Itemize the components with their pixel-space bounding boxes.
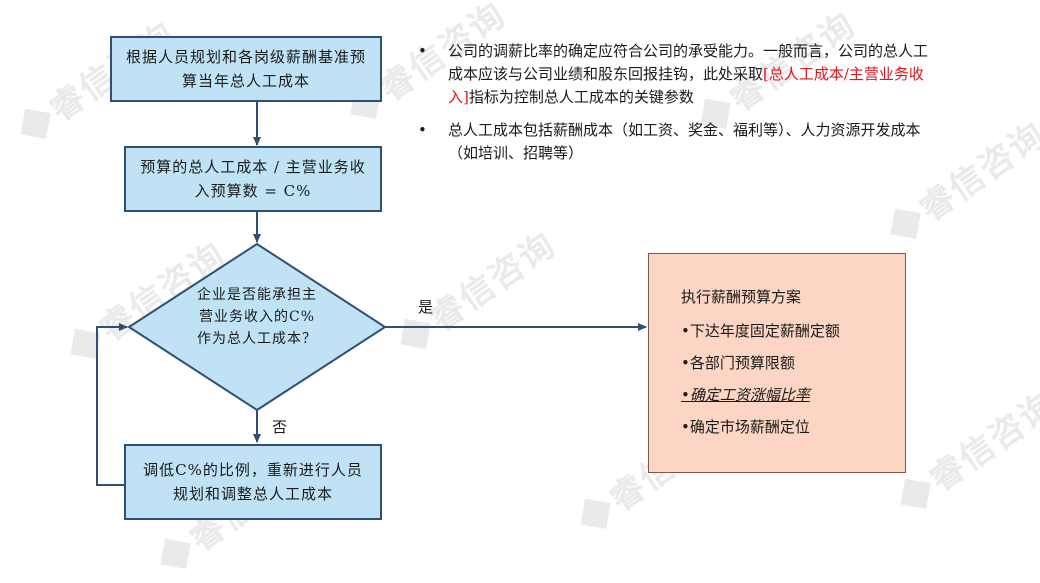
flow-step-budget-total-cost: 根据人员规划和各岗级薪酬基准预算当年总人工成本 xyxy=(110,36,382,102)
note2-text: 总人工成本包括薪酬成本（如工资、奖金、福利等）、人力资源开发成本（如培训、招聘等… xyxy=(448,121,921,162)
result-item-department-limit: •各部门预算限额 xyxy=(681,354,795,372)
notes: • 公司的调薪比率的确定应符合公司的承受能力。一般而言，公司的总人工成本应该与公… xyxy=(412,40,942,175)
flow-connectors xyxy=(96,101,647,486)
note1-highlight: [总人工成本/主营业务收入] xyxy=(448,65,924,106)
result-item-raise-ratio: •确定工资涨幅比率 xyxy=(681,386,810,404)
result-item-market-position: •确定市场薪酬定位 xyxy=(681,418,810,436)
flow-step-ratio: 预算的总人工成本 / 主营业务收入预算数 = C% xyxy=(124,146,382,212)
flow-step-adjust: 调低C%的比例，重新进行人员规划和调整总人工成本 xyxy=(124,444,382,520)
note-control-indicator: • 公司的调薪比率的确定应符合公司的承受能力。一般而言，公司的总人工成本应该与公… xyxy=(412,40,942,109)
flow-step-budget-total-cost-text: 根据人员规划和各岗级薪酬基准预算当年总人工成本 xyxy=(125,48,366,90)
flow-step-ratio-text: 预算的总人工成本 / 主营业务收入预算数 = C% xyxy=(140,158,366,200)
decision-text: 企业是否能承担主营业务收入的C%作为总人工成本？ xyxy=(197,287,317,347)
yes-label: 是 xyxy=(418,298,434,316)
bullet: • xyxy=(418,42,427,60)
note1-text-after: 指标为控制总人工成本的关键参数 xyxy=(468,88,694,106)
arrow-adjust-loop-back xyxy=(96,323,128,486)
result-box: 执行薪酬预算方案 •下达年度固定薪酬定额 •各部门预算限额 •确定工资涨幅比率 … xyxy=(648,253,906,473)
note-cost-composition: • 总人工成本包括薪酬成本（如工资、奖金、福利等）、人力资源开发成本（如培训、招… xyxy=(412,119,942,165)
flow-step-adjust-text: 调低C%的比例，重新进行人员规划和调整总人工成本 xyxy=(143,461,363,503)
result-title: 执行薪酬预算方案 xyxy=(681,288,802,306)
no-label: 否 xyxy=(272,418,288,436)
bullet: • xyxy=(418,121,427,139)
note1-text-before: 公司的调薪比率的确定应符合公司的承受能力。一般而言，公司的总人工成本应该与公司业… xyxy=(448,42,929,83)
result-item-fixed-quota: •下达年度固定薪酬定额 xyxy=(681,322,840,340)
